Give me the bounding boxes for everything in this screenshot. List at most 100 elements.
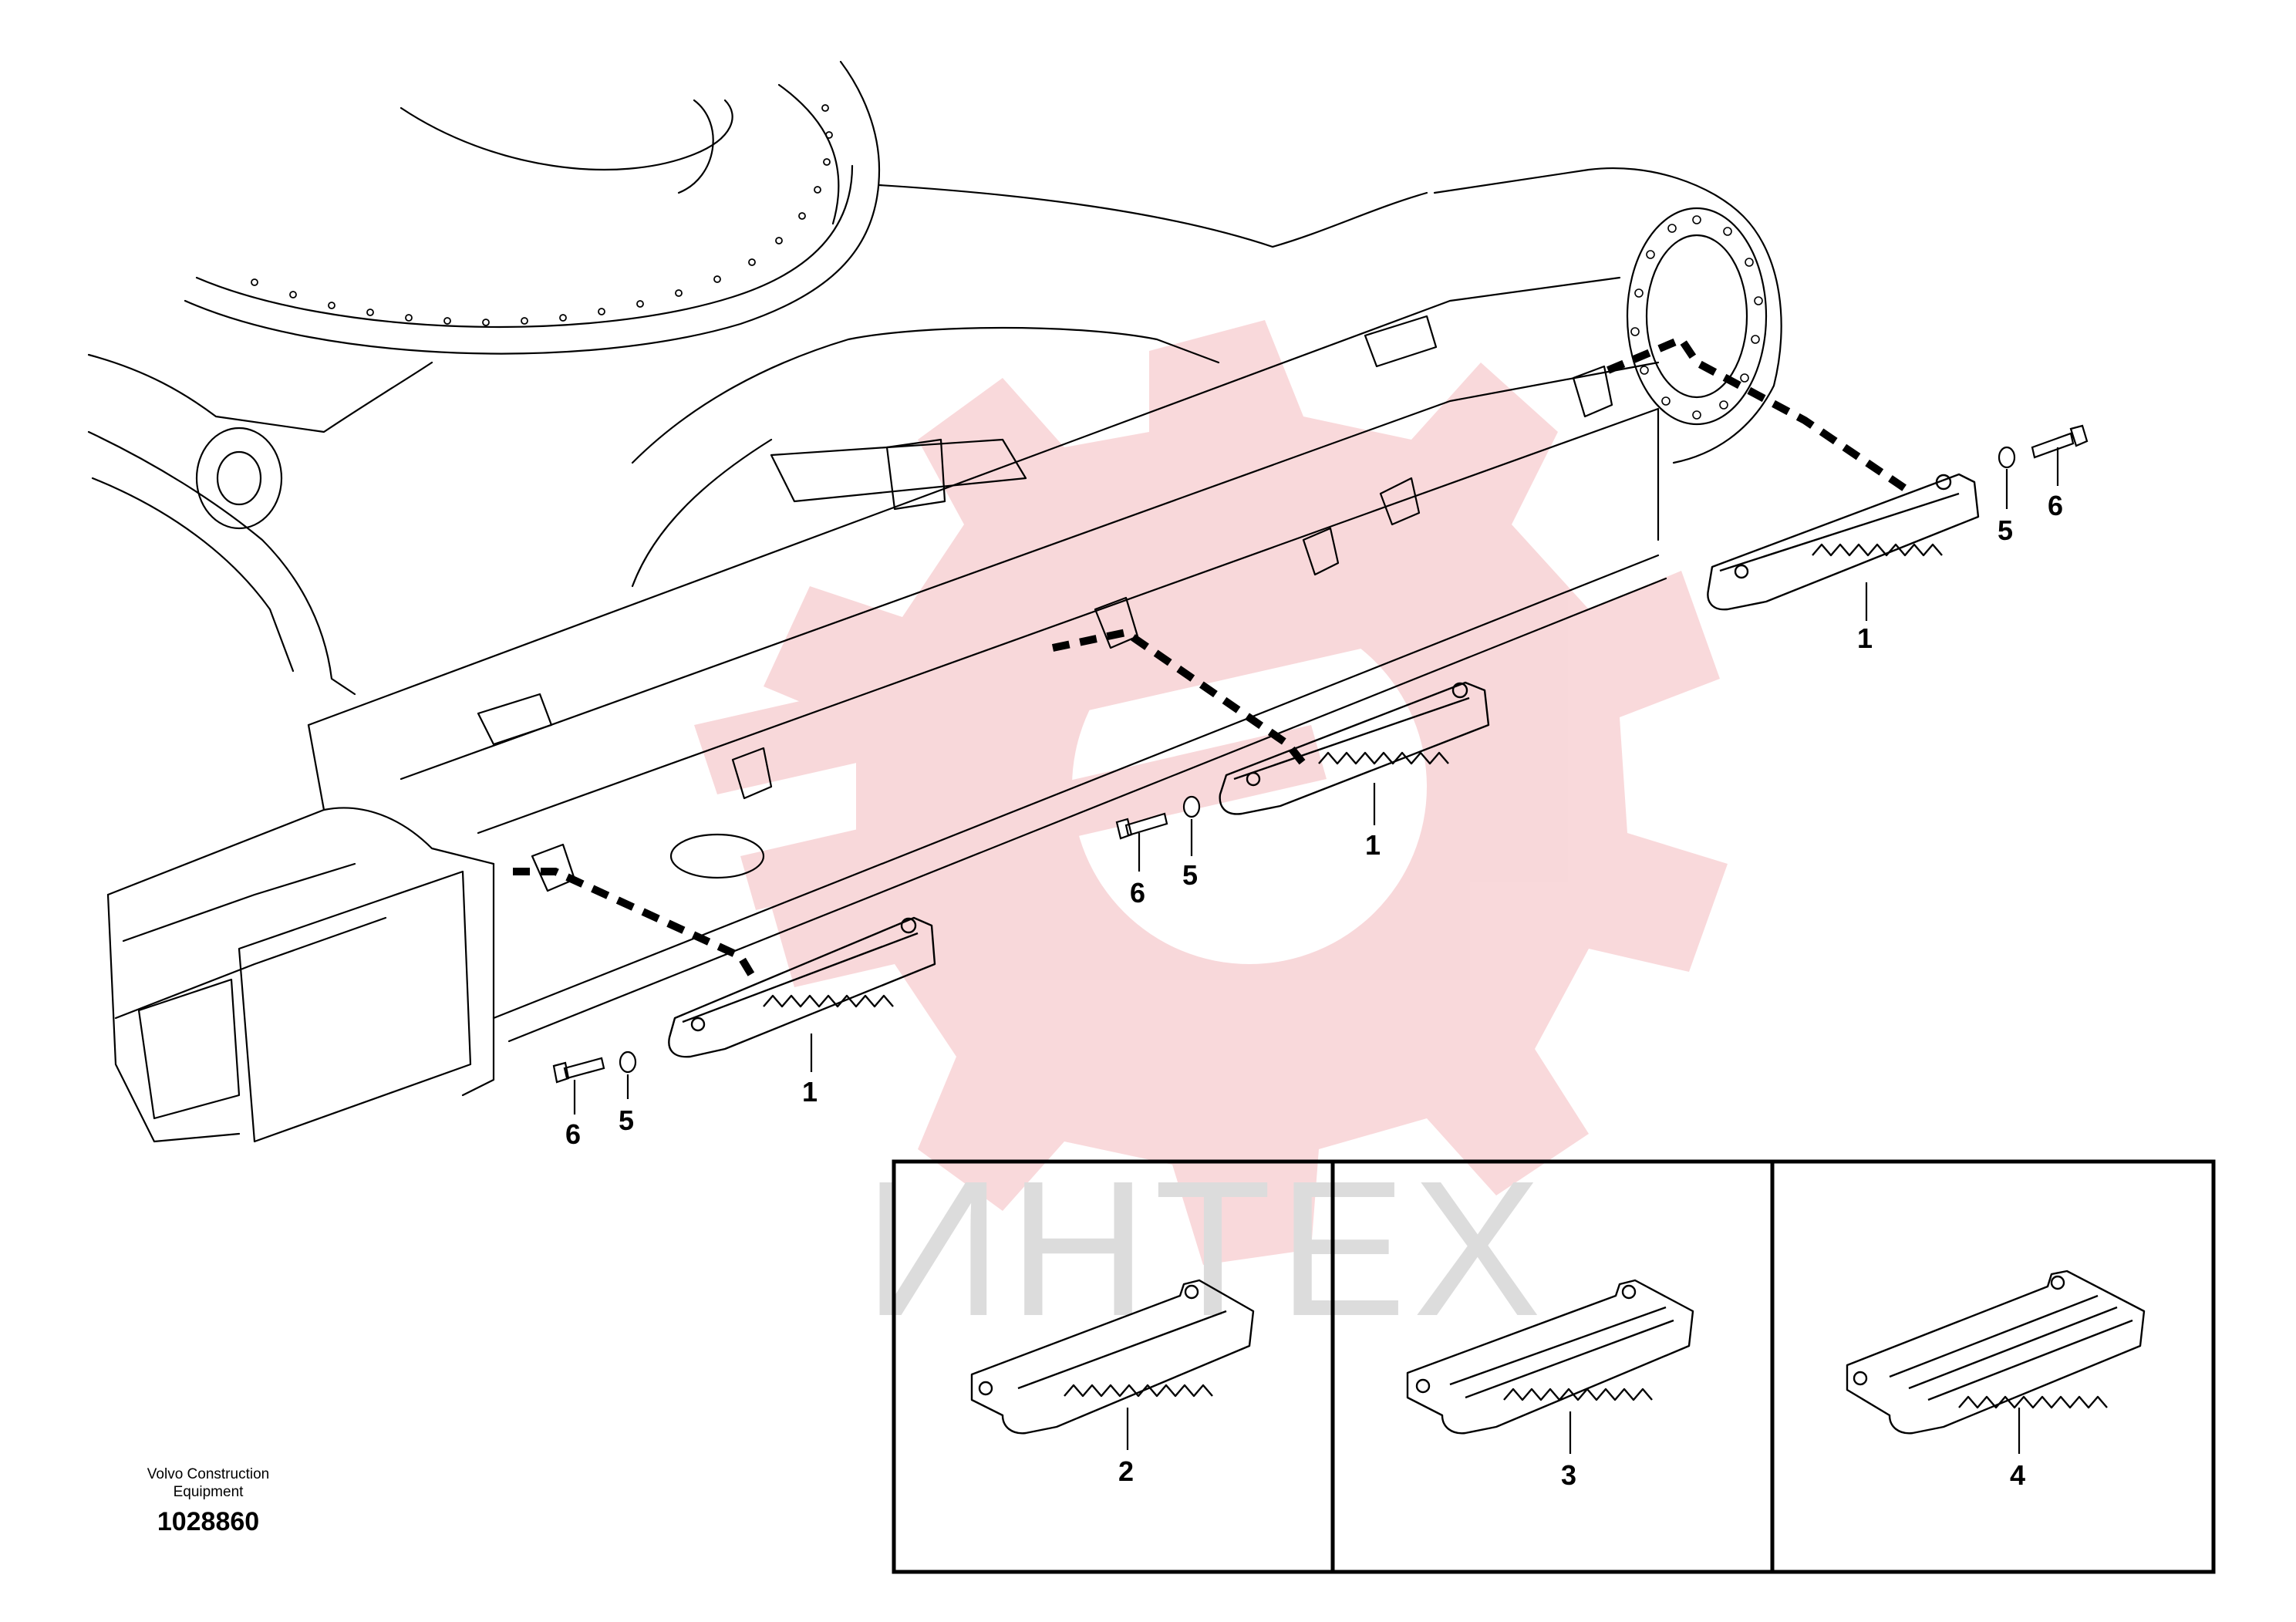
undercarriage-frame [87, 60, 1782, 1143]
bracket-upper-a [1302, 527, 1340, 576]
dashed-mounting-lines [513, 334, 1915, 978]
idler-housing [1433, 167, 1782, 464]
center-frame-skirt [87, 430, 356, 696]
washer-upper [1998, 446, 2016, 469]
step-middle [1219, 681, 1490, 815]
variant-2-hole-right [1184, 1284, 1199, 1300]
rear-end-box-rail-1 [122, 862, 356, 943]
variant-2-hole-left [978, 1381, 993, 1396]
variant-3-hole-left [1415, 1378, 1431, 1394]
step-upper-top-rail [1719, 492, 1960, 572]
bracket-lower-a [731, 747, 773, 800]
manufacturer-name-line2: Equipment [173, 1484, 244, 1500]
rear-end-box-edge [307, 723, 325, 811]
slewing-ring-inner [195, 164, 854, 329]
track-frame-bottom-edge-2 [507, 577, 1667, 1043]
frame-oval-cutout [669, 833, 765, 879]
callout-step-upper: 1 [1857, 622, 1873, 654]
callout-step-middle: 1 [1365, 829, 1381, 861]
watermark-gear-logo [694, 320, 1728, 1265]
variant-leaders [1126, 1408, 2021, 1454]
callout-bolt-middle: 6 [1130, 877, 1145, 909]
watermark-swoosh-lower [740, 725, 1327, 910]
rear-end-box-inner-cut [137, 978, 241, 1120]
slewing-ring-outer [184, 60, 881, 355]
watermark-text-logo: ИНТЕХ [864, 1141, 1547, 1356]
manufacturer-name-line1: Volvo Construction [147, 1466, 270, 1482]
variant-2-outline [970, 1279, 1255, 1435]
guard-block-right [1364, 315, 1438, 368]
variant-3-rail-2 [1465, 1319, 1674, 1399]
step-middle-outline [1219, 681, 1490, 815]
track-frame-slot [770, 438, 1027, 503]
step-upper-hole [1734, 564, 1749, 579]
pivot-boss-outer [195, 427, 283, 530]
pivot-boss-inner [216, 450, 262, 506]
callout-washer-lower: 5 [619, 1104, 634, 1136]
leader-lines [573, 447, 2059, 1114]
document-footer: Volvo Construction Equipment 1028860 [116, 1465, 301, 1537]
step-middle-hole-2 [1451, 682, 1468, 699]
variant-step-4 [1846, 1270, 2146, 1435]
variant-4-rail-2 [1908, 1306, 2118, 1390]
rear-end-box-plate [238, 870, 472, 1143]
fasteners [552, 424, 2089, 1084]
document-number: 1028860 [157, 1507, 260, 1536]
variant-step-2 [970, 1279, 1255, 1435]
step-middle-teeth [1318, 751, 1449, 765]
callout-step-lower: 1 [802, 1076, 818, 1108]
step-upper-outline [1707, 473, 1980, 611]
callout-washer-upper: 5 [1998, 514, 2013, 546]
washer-lower [619, 1050, 637, 1074]
track-frame-side-face [477, 407, 1660, 835]
variants-panel [892, 1159, 2216, 1574]
rear-end-box-front [106, 893, 241, 1143]
bolt-lower [552, 1057, 605, 1084]
rear-end-box-top [106, 807, 495, 896]
variant-4-rail-3 [1927, 1319, 2133, 1401]
track-frame-web-lower [631, 438, 773, 588]
variants-frame [892, 1159, 2216, 1574]
step-middle-top-rail [1233, 696, 1470, 781]
track-frame-web [631, 326, 1220, 464]
variant-4-rail [1889, 1294, 2099, 1378]
step-middle-hole [1246, 771, 1261, 787]
watermark-swoosh [694, 540, 1535, 794]
variant-4-outline [1846, 1270, 2146, 1435]
variant-3-teeth [1503, 1388, 1653, 1401]
track-frame-top-edge-2 [400, 361, 1660, 781]
washer-middle [1182, 795, 1201, 818]
slewing-ring-bore-edge [677, 99, 714, 194]
bracket-upper-b [1379, 477, 1421, 526]
idler-bolt-holes [1630, 215, 1763, 420]
step-lower-hole [690, 1017, 706, 1032]
dashed-line-lower [513, 868, 756, 978]
callout-variant-2: 2 [1118, 1455, 1134, 1487]
bolt-upper [2031, 424, 2089, 459]
dashed-line-middle [1051, 628, 1306, 767]
variant-3-outline [1406, 1279, 1694, 1435]
variant-4-teeth [1958, 1395, 2108, 1409]
step-lower-top-rail [682, 932, 919, 1023]
step-lower-outline [668, 916, 936, 1058]
callout-variant-4: 4 [2010, 1459, 2025, 1491]
callout-bolt-lower: 6 [565, 1118, 581, 1150]
variant-4-hole-left [1853, 1371, 1868, 1386]
variant-2-rail [1017, 1310, 1227, 1390]
step-lower-hole-2 [900, 917, 917, 934]
variant-4-hole-right [2050, 1275, 2065, 1290]
slewing-ring-bore [400, 99, 733, 171]
guard-block-center [885, 438, 946, 511]
rear-end-box-rail-2 [114, 916, 387, 1020]
step-upper [1707, 473, 1980, 611]
step-lower [668, 916, 936, 1058]
variant-2-teeth [1064, 1384, 1213, 1398]
variant-3-rail [1449, 1306, 1667, 1386]
center-frame-right-arm [878, 184, 1428, 248]
step-upper-teeth [1812, 543, 1943, 557]
variant-3-hole-right [1621, 1284, 1637, 1300]
callout-bolt-upper: 6 [2048, 490, 2063, 521]
step-upper-hole-2 [1935, 474, 1952, 491]
track-frame-top-edge [307, 276, 1621, 727]
